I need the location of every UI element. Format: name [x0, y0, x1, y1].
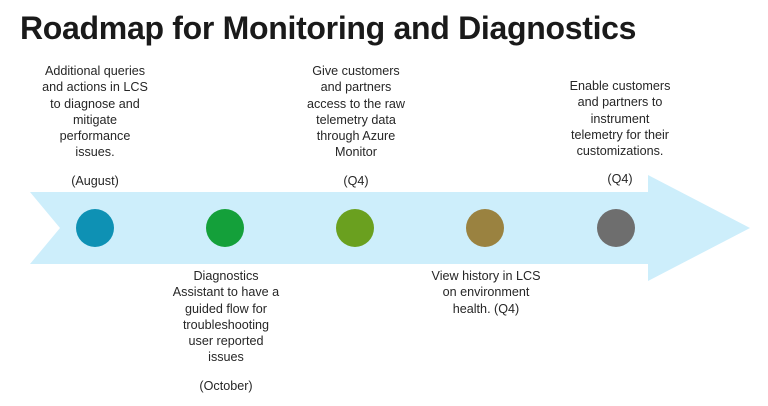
milestone-callout-1: Additional queries and actions in LCS to…	[20, 63, 170, 189]
milestone-dot-4[interactable]	[466, 209, 504, 247]
milestone-callout-4-body: View history in LCS on environment healt…	[431, 269, 541, 316]
milestone-callout-2-body: Diagnostics Assistant to have a guided f…	[172, 269, 280, 365]
milestone-callout-5: Enable customers and partners to instrum…	[545, 78, 695, 188]
milestone-callout-3: Give customers and partners access to th…	[285, 63, 427, 189]
milestone-dot-1[interactable]	[76, 209, 114, 247]
milestone-callout-3-date: (Q4)	[343, 173, 369, 188]
page-title: Roadmap for Monitoring and Diagnostics	[20, 10, 637, 46]
milestone-callout-2-date: (October)	[199, 378, 253, 393]
timeline-arrow	[0, 166, 768, 286]
milestone-dot-3[interactable]	[336, 209, 374, 247]
milestone-callout-2: Diagnostics Assistant to have a guided f…	[150, 268, 302, 394]
milestone-callout-1-date: (August)	[71, 173, 119, 188]
arrow-shape	[30, 175, 750, 281]
milestone-dot-2[interactable]	[206, 209, 244, 247]
milestone-callout-5-body: Enable customers and partners to instrum…	[569, 79, 671, 159]
milestone-callout-4: View history in LCS on environment healt…	[412, 268, 560, 317]
milestone-callout-3-body: Give customers and partners access to th…	[307, 64, 405, 160]
milestone-dot-5[interactable]	[597, 209, 635, 247]
milestone-callout-5-date: (Q4)	[607, 172, 633, 187]
milestone-callout-1-body: Additional queries and actions in LCS to…	[42, 64, 148, 160]
